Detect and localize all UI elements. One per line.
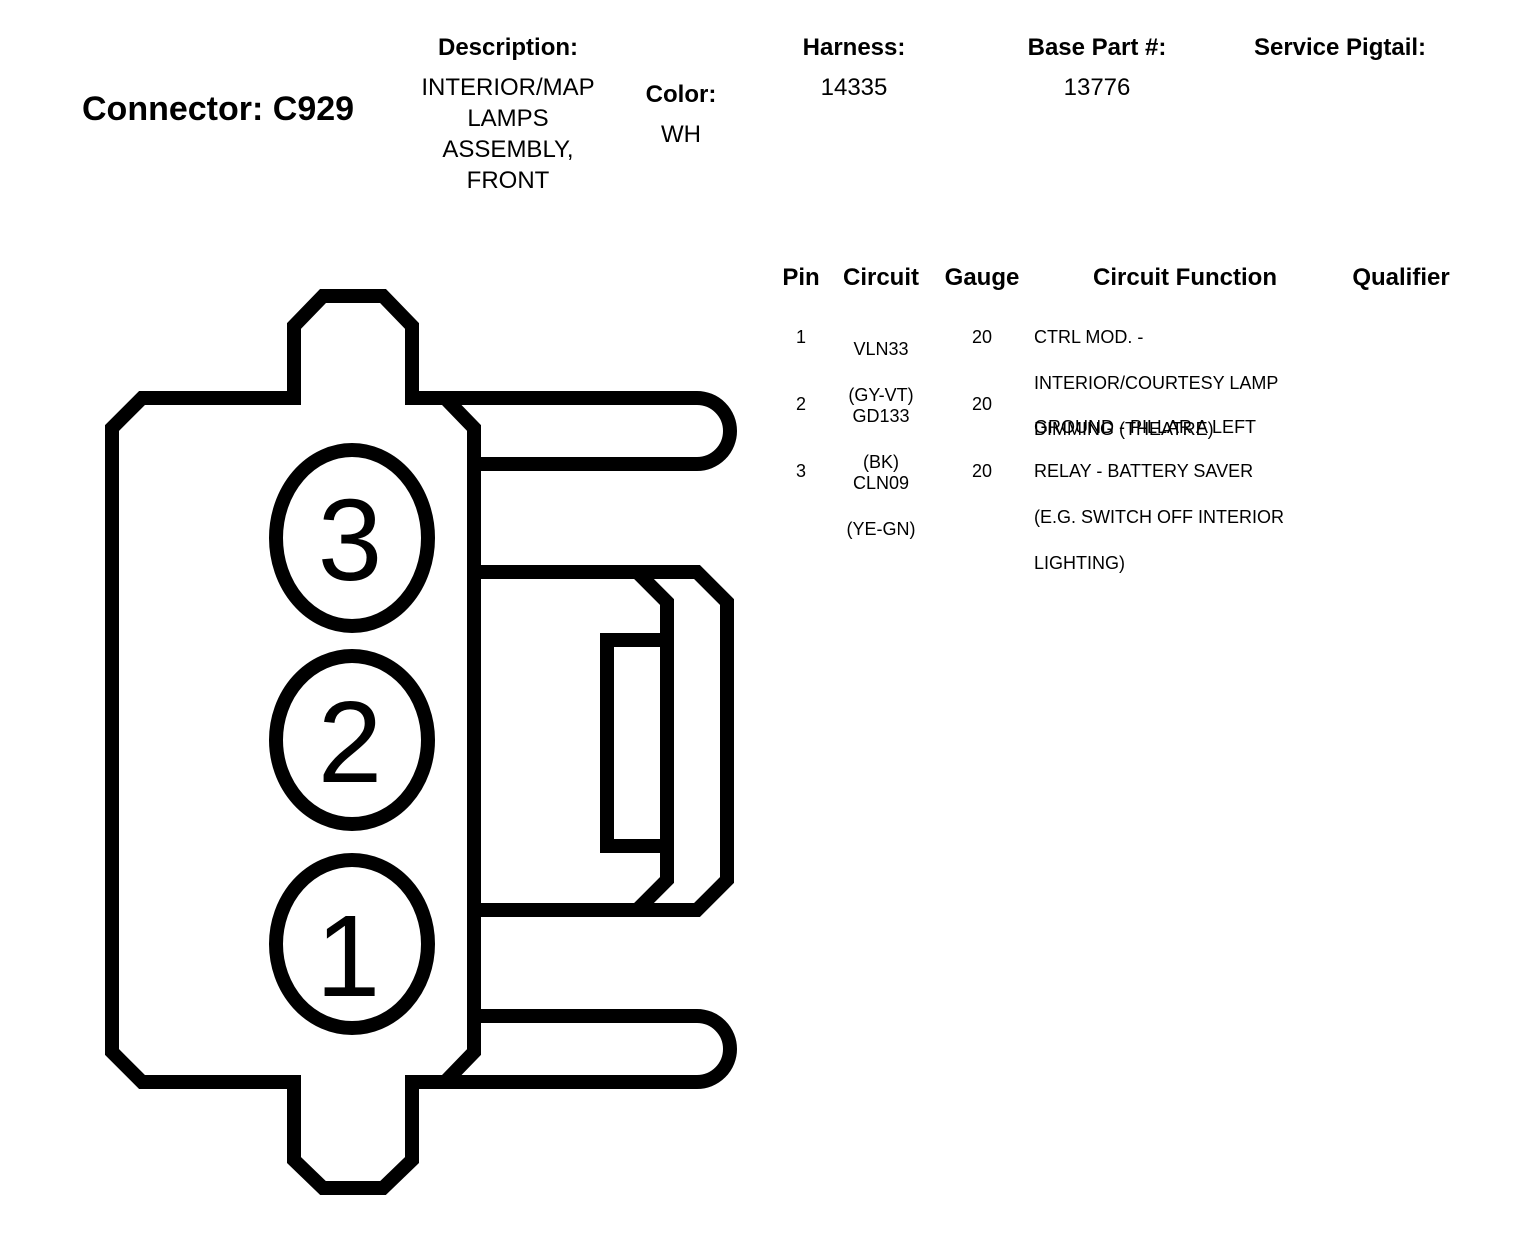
- row-1-circuit: VLN33 (GY-VT): [848, 315, 913, 430]
- row-2-pin: 2: [795, 394, 807, 414]
- row-2-circuit: GD133 (BK): [852, 382, 909, 497]
- col-header-circuit: Circuit: [842, 264, 920, 291]
- description-line: INTERIOR/MAP: [421, 74, 595, 101]
- col-header-qualifier: Qualifier: [1352, 264, 1450, 291]
- description-label: Description:: [437, 34, 579, 61]
- function-line: GROUND - PILLAR A LEFT: [1034, 417, 1257, 437]
- pin-label-3: 3: [318, 475, 383, 605]
- pin-label-2: 2: [318, 677, 383, 807]
- row-3-function: RELAY - BATTERY SAVER (E.G. SWITCH OFF I…: [1034, 437, 1284, 598]
- description-line: FRONT: [466, 167, 550, 194]
- pin-cavity-1: [269, 853, 435, 1035]
- circuit-color: (BK): [862, 452, 899, 472]
- function-line: RELAY - BATTERY SAVER: [1034, 461, 1254, 481]
- function-line: CTRL MOD. -: [1034, 327, 1144, 347]
- col-header-function: Circuit Function: [1093, 264, 1277, 291]
- connector-housing-outline: [105, 289, 481, 1195]
- base-part-value: 13776: [1063, 74, 1131, 101]
- function-line: DIMMING (THEATRE): [1034, 419, 1214, 439]
- color-label: Color:: [645, 81, 717, 108]
- circuit-color: (YE-GN): [846, 519, 916, 539]
- circuit-id: GD133: [852, 406, 910, 426]
- col-header-gauge: Gauge: [944, 264, 1020, 291]
- row-1-gauge: 20: [971, 327, 993, 347]
- lower-latch-arm: [445, 1009, 737, 1089]
- col-header-pin: Pin: [782, 264, 820, 291]
- color-value: WH: [661, 121, 701, 148]
- pin-label-1: 1: [316, 891, 381, 1021]
- circuit-id: VLN33: [853, 339, 909, 359]
- description-value: INTERIOR/MAP LAMPS ASSEMBLY, FRONT: [421, 72, 594, 196]
- row-2-function: GROUND - PILLAR A LEFT: [1034, 393, 1256, 462]
- base-part-label: Base Part #:: [1027, 34, 1167, 61]
- function-line: INTERIOR/COURTESY LAMP: [1034, 373, 1279, 393]
- side-lock-outer: [637, 565, 734, 917]
- harness-value: 14335: [820, 74, 888, 101]
- service-pigtail-label: Service Pigtail:: [1253, 34, 1427, 61]
- pin-cavity-2: [269, 649, 435, 831]
- row-3-circuit: CLN09 (YE-GN): [847, 449, 916, 564]
- description-line: ASSEMBLY,: [442, 136, 574, 163]
- row-1-function: CTRL MOD. - INTERIOR/COURTESY LAMP DIMMI…: [1034, 303, 1278, 464]
- function-line: (E.G. SWITCH OFF INTERIOR: [1034, 507, 1284, 527]
- row-3-gauge: 20: [971, 461, 993, 481]
- circuit-color: (GY-VT): [848, 385, 914, 405]
- harness-label: Harness:: [802, 34, 906, 61]
- circuit-id: CLN09: [852, 473, 910, 493]
- upper-latch-arm: [445, 391, 737, 471]
- row-2-gauge: 20: [971, 394, 993, 414]
- side-lock-inner: [474, 565, 674, 917]
- side-lock-tab: [600, 633, 674, 853]
- row-3-pin: 3: [795, 461, 807, 481]
- pin-cavity-3: [269, 443, 435, 633]
- row-1-pin: 1: [795, 327, 807, 347]
- connector-title: Connector: C929: [82, 90, 355, 128]
- function-line: LIGHTING): [1034, 553, 1126, 573]
- description-line: LAMPS: [467, 105, 549, 132]
